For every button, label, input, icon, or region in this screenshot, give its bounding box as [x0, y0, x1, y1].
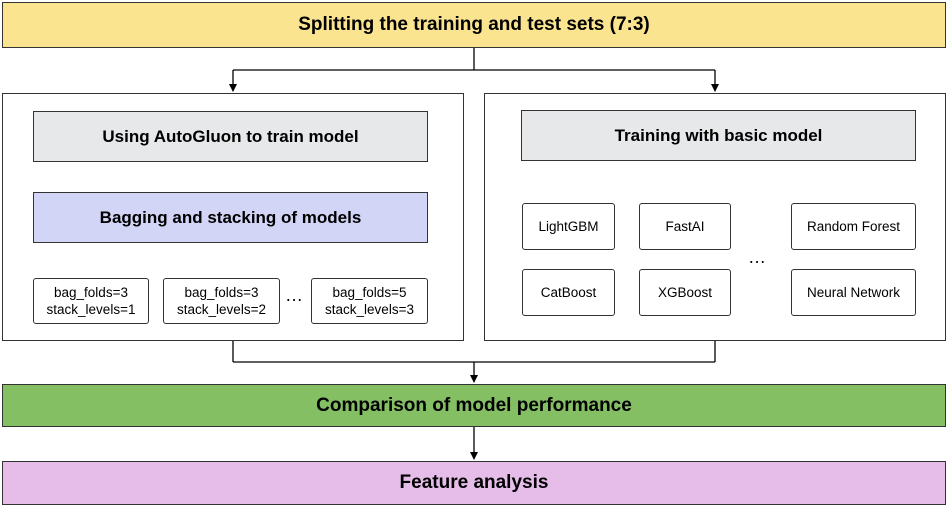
config-box-3: bag_folds=5 stack_levels=3	[311, 278, 428, 324]
autogluon-title-box: Using AutoGluon to train model	[33, 111, 428, 162]
model-label-xgboost: XGBoost	[657, 285, 713, 300]
bagging-label: Bagging and stacking of models	[99, 207, 362, 227]
config-ellipsis: …	[285, 285, 304, 305]
feature-analysis-label: Feature analysis	[399, 472, 549, 493]
model-ellipsis: …	[748, 247, 767, 267]
model-label-fastai: FastAI	[665, 219, 705, 234]
model-label-catboost: CatBoost	[540, 285, 597, 300]
config-2-stack-levels: stack_levels=2	[177, 302, 266, 317]
comparison-label: Comparison of model performance	[316, 394, 632, 416]
config-box-1: bag_folds=3 stack_levels=1	[33, 278, 149, 324]
split-banner-label: Splitting the training and test sets (7:…	[298, 14, 650, 35]
model-box-fastai: FastAI	[639, 203, 731, 250]
model-label-neural-network: Neural Network	[806, 285, 901, 300]
comparison-banner: Comparison of model performance	[2, 384, 946, 427]
model-label-random-forest: Random Forest	[806, 219, 901, 234]
config-3-bag-folds: bag_folds=5	[332, 285, 407, 300]
model-box-xgboost: XGBoost	[639, 269, 731, 316]
config-2-bag-folds: bag_folds=3	[184, 285, 259, 300]
split-banner: Splitting the training and test sets (7:…	[2, 2, 946, 48]
model-box-lightgbm: LightGBM	[522, 203, 615, 250]
basic-model-title: Training with basic model	[614, 125, 823, 145]
model-label-lightgbm: LightGBM	[538, 219, 599, 234]
config-1-bag-folds: bag_folds=3	[54, 285, 128, 300]
config-box-2: bag_folds=3 stack_levels=2	[163, 278, 280, 324]
config-1-stack-levels: stack_levels=1	[46, 302, 136, 317]
bagging-box: Bagging and stacking of models	[33, 192, 428, 243]
model-box-random-forest: Random Forest	[791, 203, 916, 250]
config-3-stack-levels: stack_levels=3	[325, 302, 414, 317]
basic-model-title-box: Training with basic model	[521, 110, 916, 161]
feature-analysis-banner: Feature analysis	[2, 461, 946, 505]
model-box-neural-network: Neural Network	[791, 269, 916, 316]
model-box-catboost: CatBoost	[522, 269, 615, 316]
autogluon-title: Using AutoGluon to train model	[102, 126, 359, 146]
